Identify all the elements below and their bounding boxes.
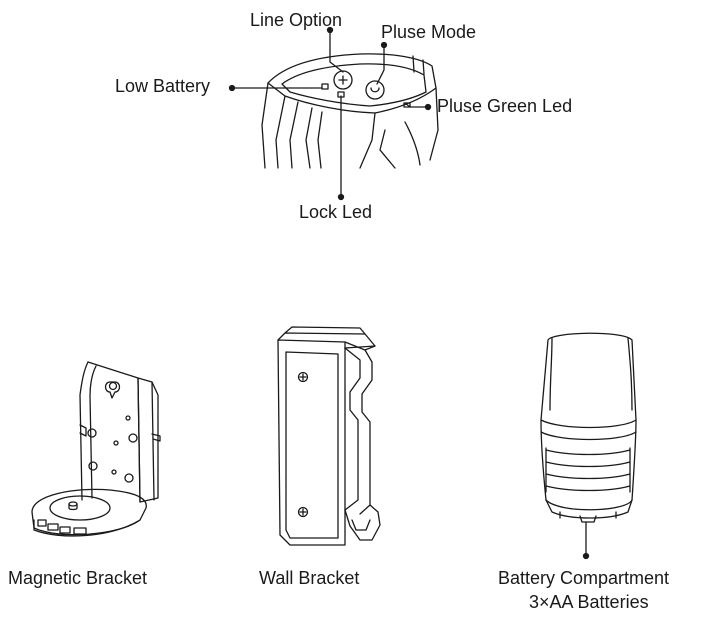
- caption-wall-bracket: Wall Bracket: [259, 568, 360, 588]
- battery-compartment-illustration: [540, 332, 637, 560]
- label-pluse-mode: Pluse Mode: [381, 22, 477, 42]
- leader-pluse-mode: [376, 44, 385, 85]
- caption-magnetic-bracket: Magnetic Bracket: [8, 568, 148, 588]
- label-lock-led: Lock Led: [299, 202, 373, 222]
- leader-pluse-green-led: [404, 102, 429, 108]
- magnetic-bracket-illustration: [31, 361, 161, 537]
- label-line-option: Line Option: [250, 10, 343, 30]
- callout-leaders: [228, 26, 432, 201]
- leader-line-option: [329, 29, 344, 73]
- label-pluse-green-led: Pluse Green Led: [437, 96, 573, 116]
- control-panel-illustration: [261, 53, 439, 169]
- caption-battery-compartment: Battery Compartment: [498, 568, 670, 588]
- wall-bracket-illustration: [277, 326, 381, 546]
- caption-battery-count: 3×AA Batteries: [529, 592, 649, 612]
- label-low-battery: Low Battery: [115, 76, 211, 96]
